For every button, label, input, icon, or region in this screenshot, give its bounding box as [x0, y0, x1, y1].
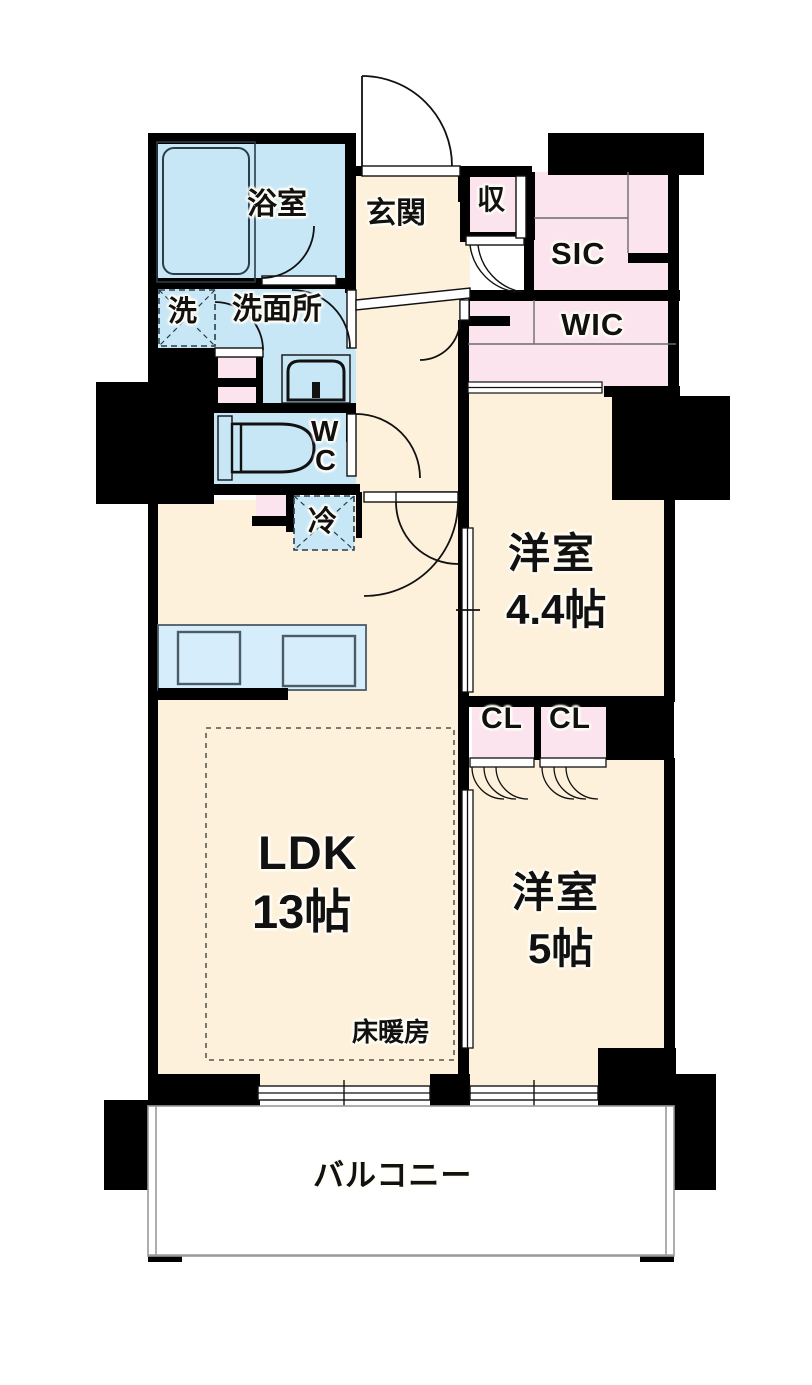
floor-cl-left	[472, 702, 536, 758]
wall-room5-right	[664, 758, 675, 1060]
wall-left-upper	[148, 133, 158, 385]
wall-room44-right2	[664, 490, 675, 702]
wall-right-sic	[668, 166, 679, 396]
door-cl-right	[539, 757, 607, 800]
floor-ldk	[156, 500, 460, 1085]
doors	[147, 75, 675, 1257]
door-wc	[346, 413, 421, 479]
floor-pipe-3	[256, 492, 288, 520]
floor-cl-right	[540, 702, 606, 758]
fixtures	[156, 141, 455, 1061]
thin-lines	[468, 172, 676, 345]
door-sic	[515, 175, 527, 239]
wall-pipe-div	[210, 378, 262, 387]
bathtub	[162, 147, 250, 275]
wall-bath-bottom	[148, 278, 356, 289]
wall-room44-right	[668, 300, 679, 400]
wall-cl-divider	[534, 702, 541, 760]
wall-sic-bottom	[468, 290, 680, 301]
wall-wic-bottom	[604, 386, 680, 397]
floor-genkan	[356, 176, 470, 300]
floor-room-5	[466, 760, 672, 1085]
column-right-upper	[612, 396, 730, 500]
floor-shoe-closet	[468, 176, 528, 236]
floor-wic	[468, 300, 676, 390]
wall-sic-divider	[628, 253, 676, 263]
wall-below-toilet	[252, 516, 290, 526]
wall-top-sic	[548, 133, 704, 175]
wall-left-lower	[148, 500, 158, 1086]
wall-bottom-right-block	[598, 1074, 716, 1106]
door-washroom	[291, 289, 357, 349]
wall-top-left	[148, 133, 356, 144]
door-entrance	[361, 75, 461, 177]
wall-cl-top	[466, 696, 674, 707]
wall-sic-left	[524, 172, 535, 240]
wall-hall-right-mid	[458, 320, 469, 502]
sliding-door-room44	[456, 527, 480, 693]
wall-cl-right-block	[606, 700, 674, 760]
door-shoe-closet	[465, 235, 525, 293]
floor-pipe-1	[218, 352, 262, 378]
window-room5-balcony	[469, 1080, 599, 1106]
door-genkan-hall	[459, 299, 470, 321]
wall-toilet-top	[214, 403, 356, 413]
wall-left-mid-connect	[148, 352, 214, 394]
kitchen-sink	[176, 630, 242, 686]
wall-sic-inner-h	[524, 236, 534, 298]
wall-bath-right	[345, 133, 356, 285]
washbasin-sink	[281, 354, 351, 404]
floor-sic	[534, 172, 676, 296]
door-room44-hall	[395, 491, 459, 565]
wall-corridor-bottom	[286, 492, 294, 532]
door-bath	[261, 225, 337, 286]
door-cl-left	[469, 757, 535, 800]
fridge-space	[293, 495, 355, 551]
wall-pipe-bottom	[210, 404, 262, 413]
kitchen-stove	[281, 634, 357, 688]
wall-washroom-right	[345, 285, 356, 293]
bath-tub-frame	[156, 141, 256, 283]
sliding-door-room5	[461, 789, 474, 1049]
toilet-bowl	[217, 415, 316, 481]
window-ldk-balcony	[257, 1080, 431, 1106]
opening-wic-ldk	[467, 381, 603, 394]
wall-entrance-header-right	[460, 166, 532, 177]
wall-bottom-mid	[430, 1074, 470, 1106]
balcony-outline	[147, 1105, 675, 1257]
column-left-mid	[96, 382, 214, 504]
floor-heating-area	[205, 727, 455, 1061]
wall-shoe-closet-left	[460, 176, 470, 238]
wall-hall-right-lower	[458, 500, 469, 546]
washer-space	[158, 289, 216, 347]
walls	[96, 133, 730, 1262]
wall-toilet-stub	[252, 487, 292, 495]
wall-hall-bottom	[356, 492, 362, 538]
genkan-step	[355, 287, 471, 311]
kitchen-counter	[157, 624, 367, 700]
door-washroom-inner	[214, 301, 264, 358]
wall-wic-left2	[460, 316, 510, 326]
